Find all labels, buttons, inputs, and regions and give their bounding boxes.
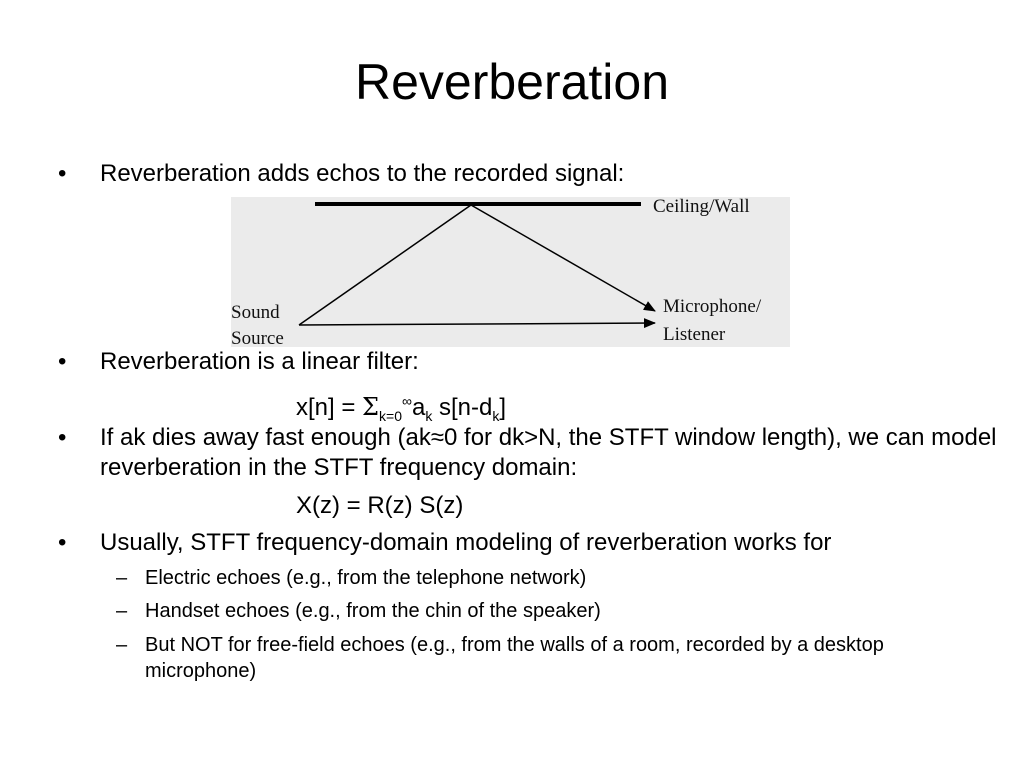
- formula-lhs: x[n] =: [296, 394, 363, 421]
- microphone-label-1: Microphone/: [663, 296, 762, 317]
- formula-convolution: x[n] = Σk=0∞ak s[n-dk]: [296, 386, 506, 431]
- formula-sigma-sub: k=0: [379, 407, 402, 424]
- formula-d-sub: k: [492, 407, 500, 424]
- reflected-ray: [470, 204, 656, 312]
- sound-source-label-1: Sound: [231, 302, 280, 323]
- formula-a-sub: k: [425, 407, 433, 424]
- bullet-text-4: Usually, STFT frequency-domain modeling …: [100, 529, 832, 556]
- sound-source-label-2: Source: [231, 328, 284, 349]
- sub-bullet-text-3: But NOT for free-field echoes (e.g., fro…: [145, 634, 884, 682]
- formula-sigma-sup: ∞: [401, 393, 412, 409]
- formula-transfer: X(z) = R(z) S(z): [296, 492, 464, 519]
- direct-ray: [298, 318, 656, 329]
- bullet-marker: •: [58, 529, 67, 556]
- microphone-label-2: Listener: [663, 324, 726, 345]
- formula-s: s[n-d: [432, 394, 493, 421]
- incident-ray: [298, 204, 472, 326]
- sub-bullet-marker: –: [116, 567, 128, 589]
- slide-title: Reverberation: [354, 54, 670, 110]
- bullet-marker: •: [58, 424, 67, 451]
- formula-close: ]: [499, 394, 507, 421]
- reverberation-diagram: Ceiling/Wall Sound Source Microphone/ Li…: [231, 196, 790, 349]
- bullet-marker: •: [58, 160, 67, 187]
- sub-bullet-text-2: Handset echoes (e.g., from the chin of t…: [145, 600, 601, 622]
- formula-sigma: Σ: [362, 393, 380, 421]
- sub-bullet-marker: –: [116, 634, 128, 656]
- reverberation-diagram-svg: [298, 202, 656, 329]
- bullet-text-2: Reverberation is a linear filter:: [100, 348, 419, 375]
- bullet-text-1: Reverberation adds echos to the recorded…: [100, 160, 625, 187]
- bullet-marker: •: [58, 348, 67, 375]
- sub-bullet-marker: –: [116, 600, 128, 622]
- ceiling-wall-label: Ceiling/Wall: [653, 196, 750, 217]
- formula-a: a: [411, 394, 426, 421]
- sub-bullet-text-1: Electric echoes (e.g., from the telephon…: [145, 567, 587, 589]
- bullet-text-3: If ak dies away fast enough (ak≈0 for dk…: [100, 424, 997, 481]
